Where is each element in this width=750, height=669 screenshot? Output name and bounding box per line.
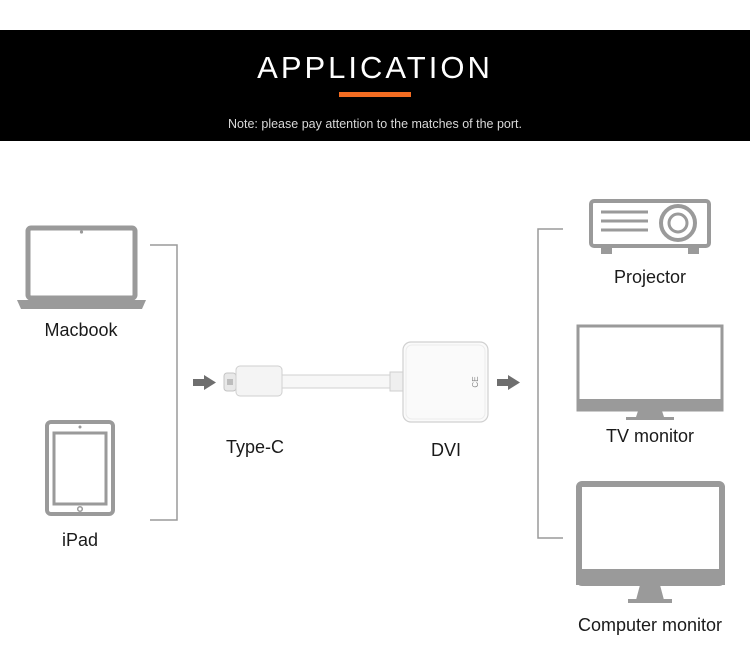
- display-bracket: [537, 228, 563, 539]
- projector-icon: [589, 199, 711, 254]
- compliance-mark: CE: [471, 376, 480, 387]
- source-bracket: [150, 244, 178, 521]
- banner-title: APPLICATION: [257, 50, 493, 85]
- tv-icon: [576, 324, 724, 420]
- computer-monitor-label: Computer monitor: [577, 615, 723, 635]
- laptop-icon: [17, 225, 146, 309]
- dvi-adapter-icon: CE: [402, 341, 489, 423]
- adapter-cable: [281, 371, 405, 392]
- type-c-connector-icon: [223, 365, 283, 397]
- projector-label: Projector: [613, 267, 687, 287]
- type-c-label: Type-C: [225, 437, 285, 457]
- tv-monitor-label: TV monitor: [605, 426, 695, 446]
- banner-note: Note: please pay attention to the matche…: [228, 117, 522, 131]
- output-arrow-icon: [497, 375, 520, 390]
- ipad-label: iPad: [61, 530, 99, 550]
- header-banner: APPLICATION Note: please pay attention t…: [0, 30, 750, 141]
- dvi-label: DVI: [430, 440, 461, 460]
- top-strip: [0, 0, 750, 30]
- input-arrow-icon: [193, 375, 216, 390]
- banner-accent-bar: [339, 92, 411, 97]
- macbook-label: Macbook: [44, 320, 118, 340]
- tablet-icon: [45, 420, 115, 516]
- monitor-icon: [576, 481, 725, 603]
